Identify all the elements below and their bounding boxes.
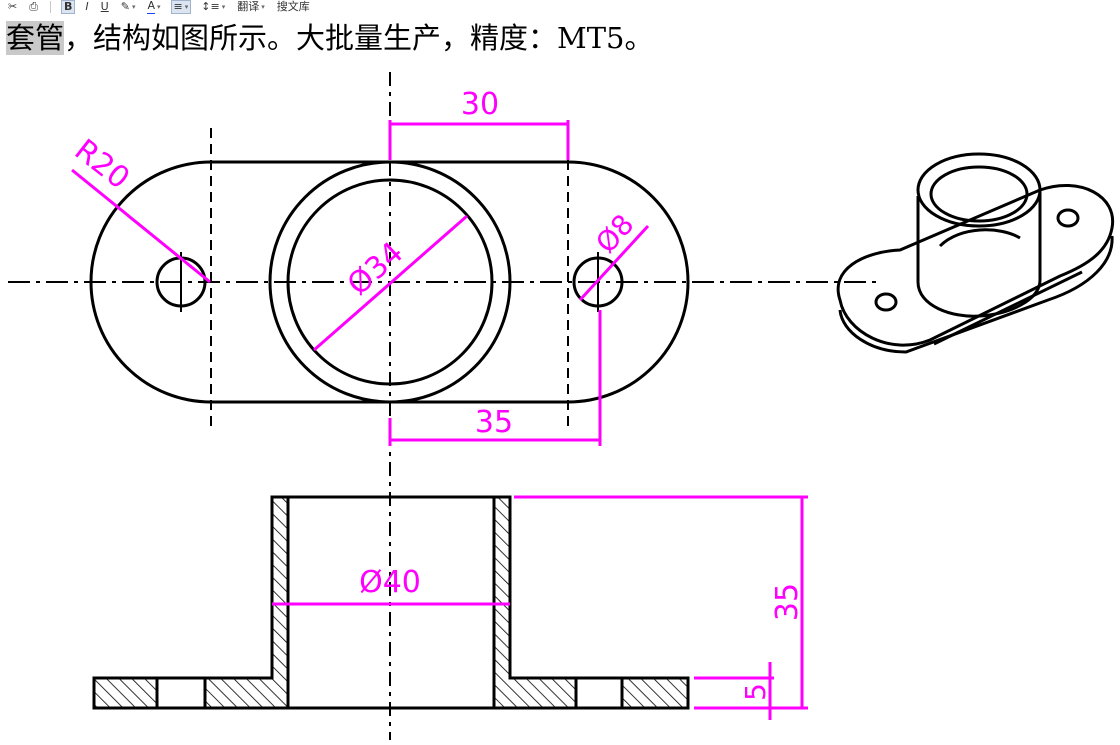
iso-flange-top [836,184,1115,347]
dim-outer-radius: R20 [68,133,136,197]
dim-height: 35 [770,583,805,621]
translate-button[interactable]: 翻译▾ [237,0,265,13]
tube-bore-circle [286,178,494,386]
search-library-button[interactable]: 搜文库 [276,0,310,13]
top-view [8,72,880,740]
isometric-view [836,152,1115,354]
iso-flange-edge [933,270,1083,346]
question-caption: 套管，结构如图所示。大批量生产，精度：MT5。 [6,18,654,58]
toolbar-divider [50,1,52,13]
section-view [92,495,690,710]
highlight-icon[interactable]: ✎▾ [120,0,136,13]
section-outline [92,495,690,710]
right-flange-hatch-inner [494,678,576,708]
iso-tube-rim-inner [929,165,1029,223]
format-painter-icon[interactable]: ⎙ [29,0,39,13]
flange-outline [89,160,690,404]
left-flange-hatch-outer [94,678,157,708]
left-tube-wall-hatch [272,497,288,678]
iso-flange-bottom [838,235,1114,354]
right-flange-hatch-outer [622,678,688,708]
top-view-dimensions [71,120,650,446]
selected-text: 套管 [6,21,65,55]
align-icon[interactable]: ≡▾ [170,0,192,14]
dim-flange-thickness: 5 [739,683,772,701]
iso-right-hole [1056,208,1080,228]
dim-hole-diameter: Ø8 [589,208,640,260]
font-color-icon[interactable]: A▾ [145,0,162,14]
section-view-dimensions [272,495,808,720]
dim-bore-diameter: Ø34 [341,235,410,302]
left-flange-hatch-inner [205,678,288,708]
iso-tube-body [916,190,1042,318]
tube-outer-circle [268,160,512,404]
iso-bore-floor [938,228,1021,248]
caption-text: ，结构如图所示。大批量生产，精度：MT5。 [64,21,654,55]
section-view-dimension-labels: Ø40 35 5 [359,565,805,701]
mini-toolbar: ✂ ⎙ B I U ✎▾ A▾ ≡▾ ↕≡▾ 翻译▾ 搜文库 [0,0,312,14]
underline-icon[interactable]: U [100,0,109,13]
right-tube-wall-hatch [494,497,510,678]
dim-top-width: 30 [461,87,499,122]
dim-hole-spacing: 35 [475,405,513,440]
line-spacing-icon[interactable]: ↕≡▾ [201,0,226,13]
italic-icon[interactable]: I [85,0,89,13]
iso-left-hole [874,292,898,312]
cut-icon[interactable]: ✂ [8,0,18,13]
iso-tube-rim-outer [916,152,1042,228]
dim-tube-diameter: Ø40 [359,565,421,600]
bold-icon[interactable]: B [61,0,76,14]
